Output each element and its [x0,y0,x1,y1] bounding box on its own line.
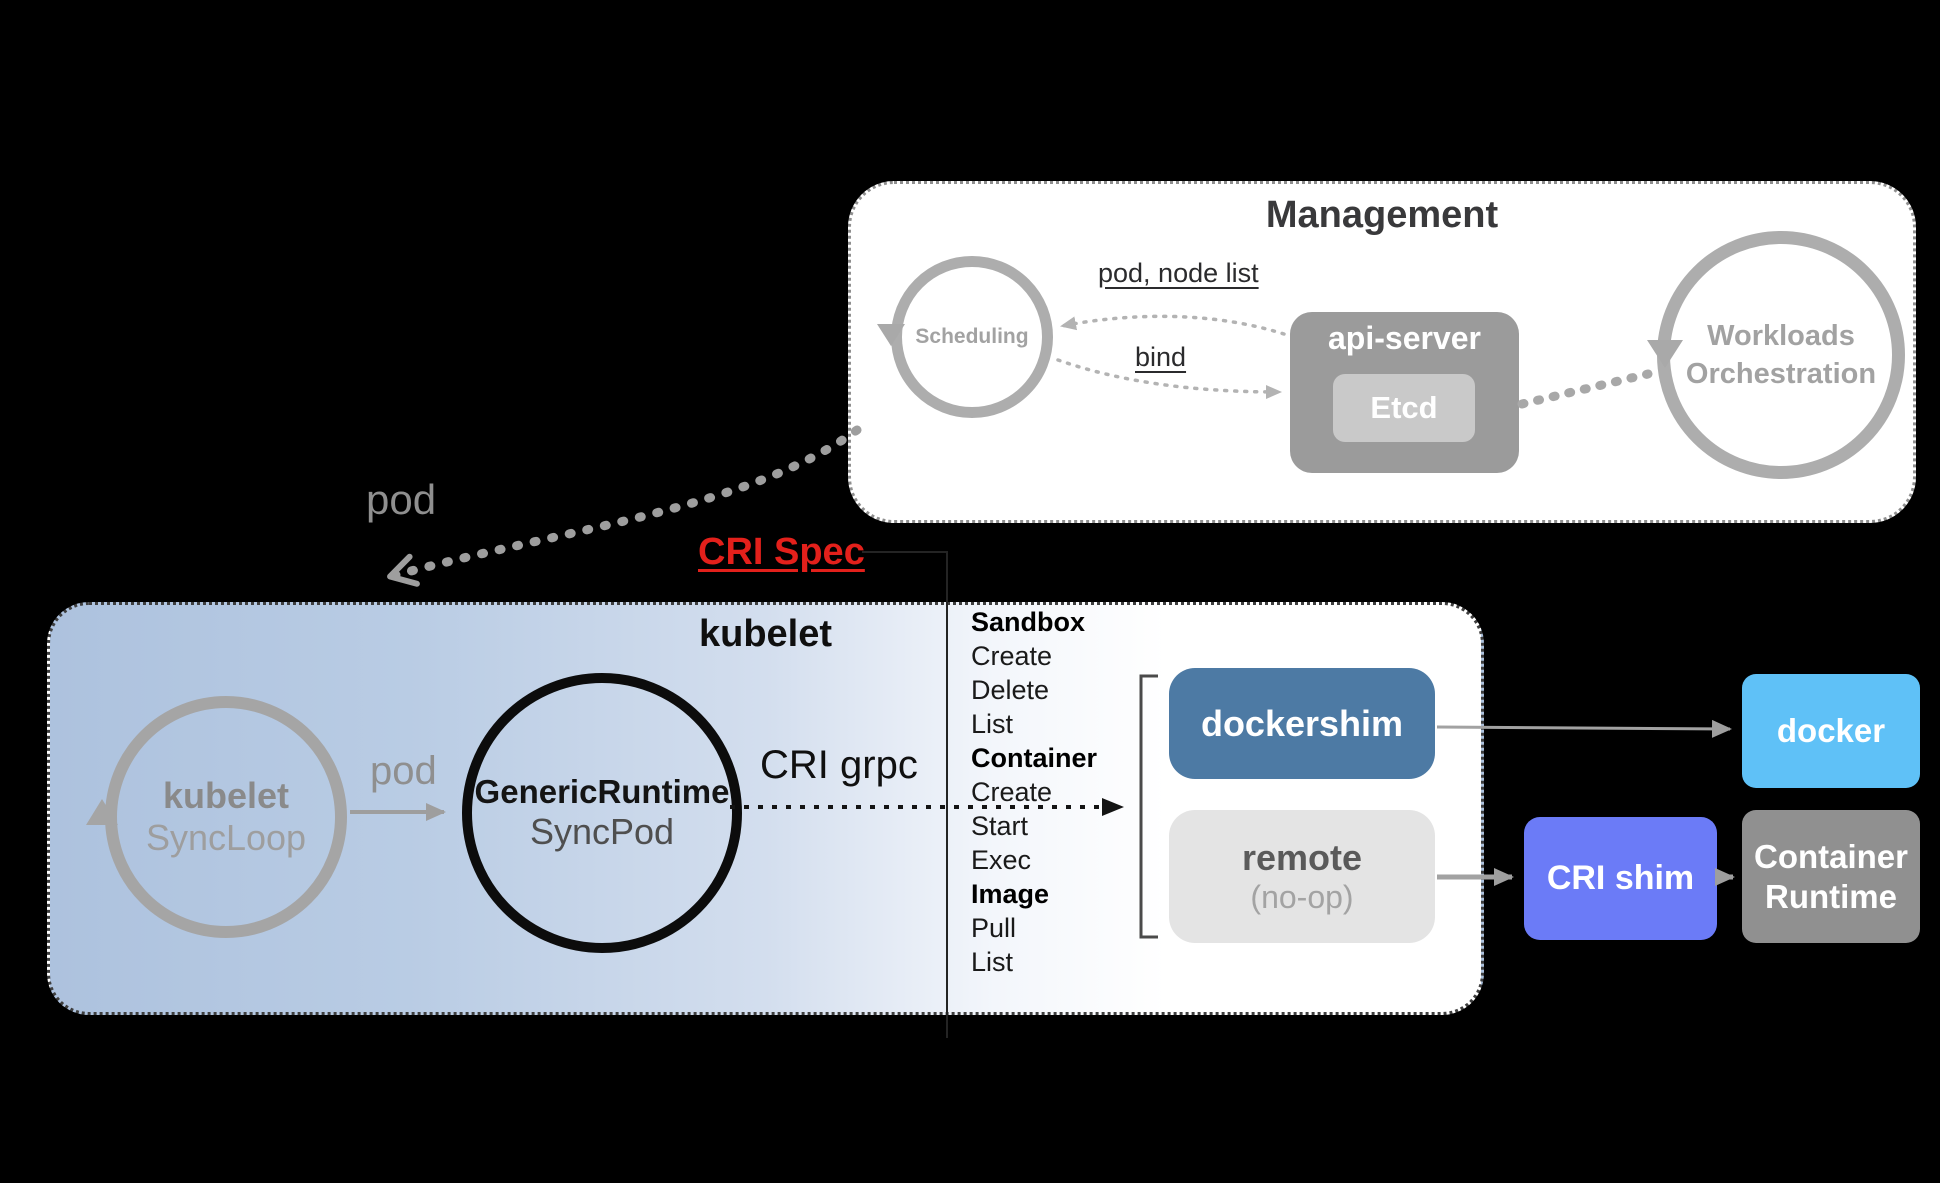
kubelet-title: kubelet [698,613,833,655]
pod-node-list-label: pod, node list [1098,258,1259,288]
cri-grpc-label: CRI grpc [760,743,918,787]
syncloop-title: kubelet [162,775,290,816]
generic-runtime-circle: GenericRuntime SyncPod [462,673,742,953]
pod-flow-label: pod [366,476,437,523]
cri-op-item: List [971,947,1014,977]
container-runtime-box: Container Runtime [1742,810,1920,943]
workloads-loop-circle: Workloads Orchestration [1657,231,1905,479]
dockershim-label: dockershim [1200,702,1404,744]
docker-label: docker [1776,712,1886,749]
cri-op-item: Exec [971,845,1032,875]
bind-label: bind [1135,342,1187,372]
cri-op-item: Delete [971,675,1050,705]
generic-runtime-title: GenericRuntime [474,773,730,810]
remote-box: remote (no-op) [1169,810,1435,943]
workloads-label-line2: Orchestration [1685,358,1877,390]
cri-op-item: Pull [971,913,1017,943]
workloads-label-line1: Workloads [1707,320,1855,352]
kubelet-syncloop-circle: kubelet SyncLoop [105,696,347,938]
api-server-box: api-server Etcd [1290,312,1519,473]
remote-note-label: (no-op) [1250,879,1354,915]
cri-op-item: Create [971,777,1053,807]
etcd-box: Etcd [1333,374,1475,442]
management-panel: Management Scheduling pod, node list bin… [848,181,1916,523]
generic-runtime-subtitle: SyncPod [529,811,675,852]
management-title: Management [1265,194,1499,236]
cri-spec-label: CRI Spec [698,531,865,573]
cri-op-item: Image [971,879,1050,909]
cri-shim-box: CRI shim [1524,817,1717,940]
cri-shim-label: CRI shim [1546,859,1695,897]
cri-op-item: Sandbox [971,607,1086,637]
syncloop-loop-arrow-icon [86,799,118,825]
cri-op-item: Container [971,743,1098,773]
scheduling-label: Scheduling [915,325,1029,348]
container-runtime-label-line1: Container [1753,837,1908,875]
kubelet-panel: kubelet kubelet SyncLoop pod GenericRunt… [47,602,1484,1015]
cri-op-item: Create [971,641,1053,671]
syncloop-subtitle: SyncLoop [145,817,307,858]
scheduling-loop-circle: Scheduling [891,256,1053,418]
cri-op-item: List [971,709,1014,739]
cri-operations-list: Sandbox Create Delete List Container Cre… [971,605,1097,979]
etcd-label: Etcd [1370,390,1438,425]
api-server-label: api-server [1328,320,1481,356]
workloads-loop-arrow-icon [1647,340,1683,368]
cri-op-item: Start [971,811,1029,841]
docker-box: docker [1742,674,1920,788]
container-runtime-label-line2: Runtime [1765,877,1897,915]
pod-label: pod [370,749,437,793]
dockershim-box: dockershim [1169,668,1435,779]
remote-label: remote [1241,837,1363,878]
scheduling-loop-arrow-icon [877,324,905,346]
